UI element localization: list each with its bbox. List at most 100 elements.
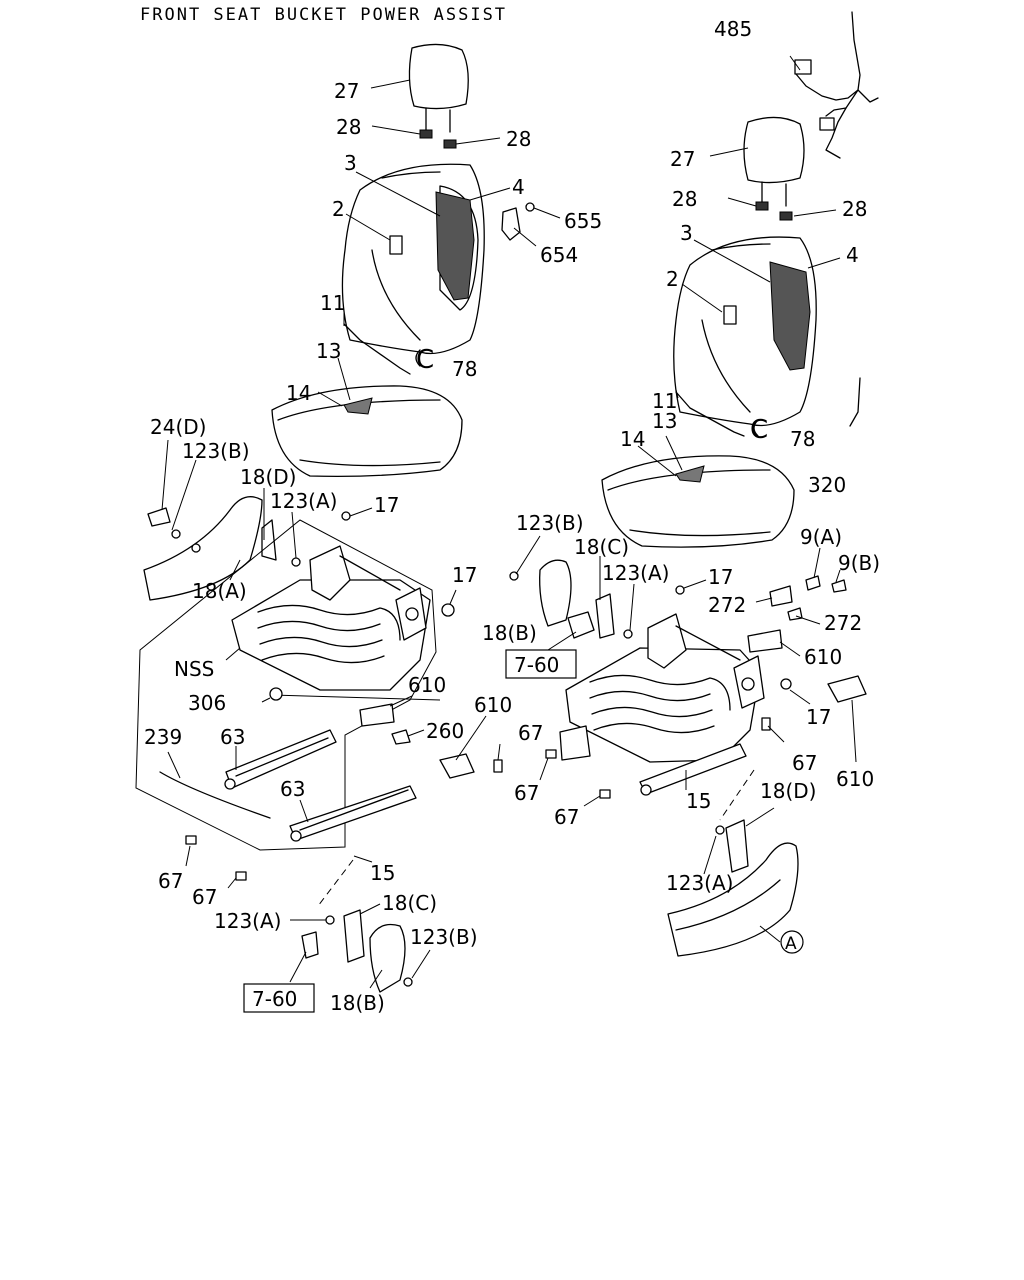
left-recliner-cover [501,202,535,241]
label-18D: 18(D) [240,465,296,489]
label-67: 67 [554,805,579,829]
label-17: 17 [806,705,831,729]
right-bolts-67 [545,585,792,799]
ref-7-60[interactable]: 7-60 [514,653,559,677]
left-inner-cover [301,909,413,993]
label-78: 78 [790,427,815,451]
label-9B: 9(B) [838,551,880,575]
label-27: 27 [334,79,359,103]
label-18A: 18(A) [192,579,247,603]
label-2: 2 [666,267,679,291]
label-67: 67 [514,781,539,805]
label-28: 28 [336,115,361,139]
label-17: 17 [452,563,477,587]
right-dash-line [719,769,755,821]
label-14: 14 [286,381,311,405]
label-63: 63 [220,725,245,749]
label-15: 15 [686,789,711,813]
right-seat-wire [675,391,759,437]
left-headrest [408,43,469,149]
label-123B: 123(B) [516,511,584,535]
label-239: 239 [144,725,182,749]
right-outer-cover [667,819,799,957]
label-272: 272 [824,611,862,635]
label-260: 260 [426,719,464,743]
label-67: 67 [792,751,817,775]
left-bolt-306 [269,687,283,701]
label-13: 13 [316,339,341,363]
right-inner-cover [509,559,633,639]
label-272: 272 [708,593,746,617]
callout-labels: 485 27 28 28 3 4 2 655 654 11 78 C 13 14… [144,17,880,1015]
label-78: 78 [452,357,477,381]
leader-lines [161,55,857,989]
label-306: 306 [188,691,226,715]
label-18D: 18(D) [760,779,816,803]
label-18B: 18(B) [330,991,385,1015]
label-654: 654 [540,243,578,267]
wire-harness [794,11,879,159]
label-123A: 123(A) [214,909,281,933]
label-4: 4 [846,243,859,267]
label-63: 63 [280,777,305,801]
right-rails [559,725,747,796]
left-rails [224,729,417,842]
label-11: 11 [652,389,677,413]
label-320: 320 [808,473,846,497]
left-bar-239 [159,771,271,819]
ref-box-7-60-right[interactable]: 7-60 [505,631,577,679]
right-clips [769,575,847,621]
right-seatback [673,236,817,427]
label-485: 485 [714,17,752,41]
label-17: 17 [374,493,399,517]
label-18B: 18(B) [482,621,537,645]
label-27: 27 [670,147,695,171]
right-headrest [743,116,805,221]
label-67: 67 [192,885,217,909]
label-17: 17 [708,565,733,589]
svg-text:C: C [750,415,768,445]
label-67: 67 [518,721,543,745]
label-610: 610 [474,693,512,717]
label-18C: 18(C) [574,535,629,559]
label-9A: 9(A) [800,525,842,549]
ref-box-7-60-left[interactable]: 7-60 [243,983,315,1013]
label-123A: 123(A) [270,489,337,513]
left-seat-cushion [271,385,463,478]
label-610: 610 [408,673,446,697]
label-14: 14 [620,427,645,451]
left-seat-wire [343,323,421,375]
label-15: 15 [370,861,395,885]
circle-a-marker: A [780,930,804,954]
ref-7-60[interactable]: 7-60 [252,987,297,1011]
label-28: 28 [506,127,531,151]
right-seat-frame [565,613,765,763]
left-seat-frame [231,545,455,691]
right-covers-610 [747,629,867,703]
label-123B: 123(B) [182,439,250,463]
label-24D: 24(D) [150,415,206,439]
left-covers-610 [359,703,475,779]
label-28: 28 [842,197,867,221]
label-11: 11 [320,291,345,315]
label-3: 3 [344,151,357,175]
label-67: 67 [158,869,183,893]
left-dash-line [317,859,354,907]
diagram-title: FRONT SEAT BUCKET POWER ASSIST [140,5,507,25]
label-610: 610 [836,767,874,791]
svg-text:C: C [416,345,434,375]
label-NSS: NSS [174,657,214,681]
label-655: 655 [564,209,602,233]
svg-text:A: A [785,934,797,954]
label-123A: 123(A) [666,871,733,895]
label-13: 13 [652,409,677,433]
label-2: 2 [332,197,345,221]
label-28: 28 [672,187,697,211]
label-123A: 123(A) [602,561,669,585]
label-3: 3 [680,221,693,245]
label-610: 610 [804,645,842,669]
label-4: 4 [512,175,525,199]
label-123B: 123(B) [410,925,478,949]
label-18C: 18(C) [382,891,437,915]
